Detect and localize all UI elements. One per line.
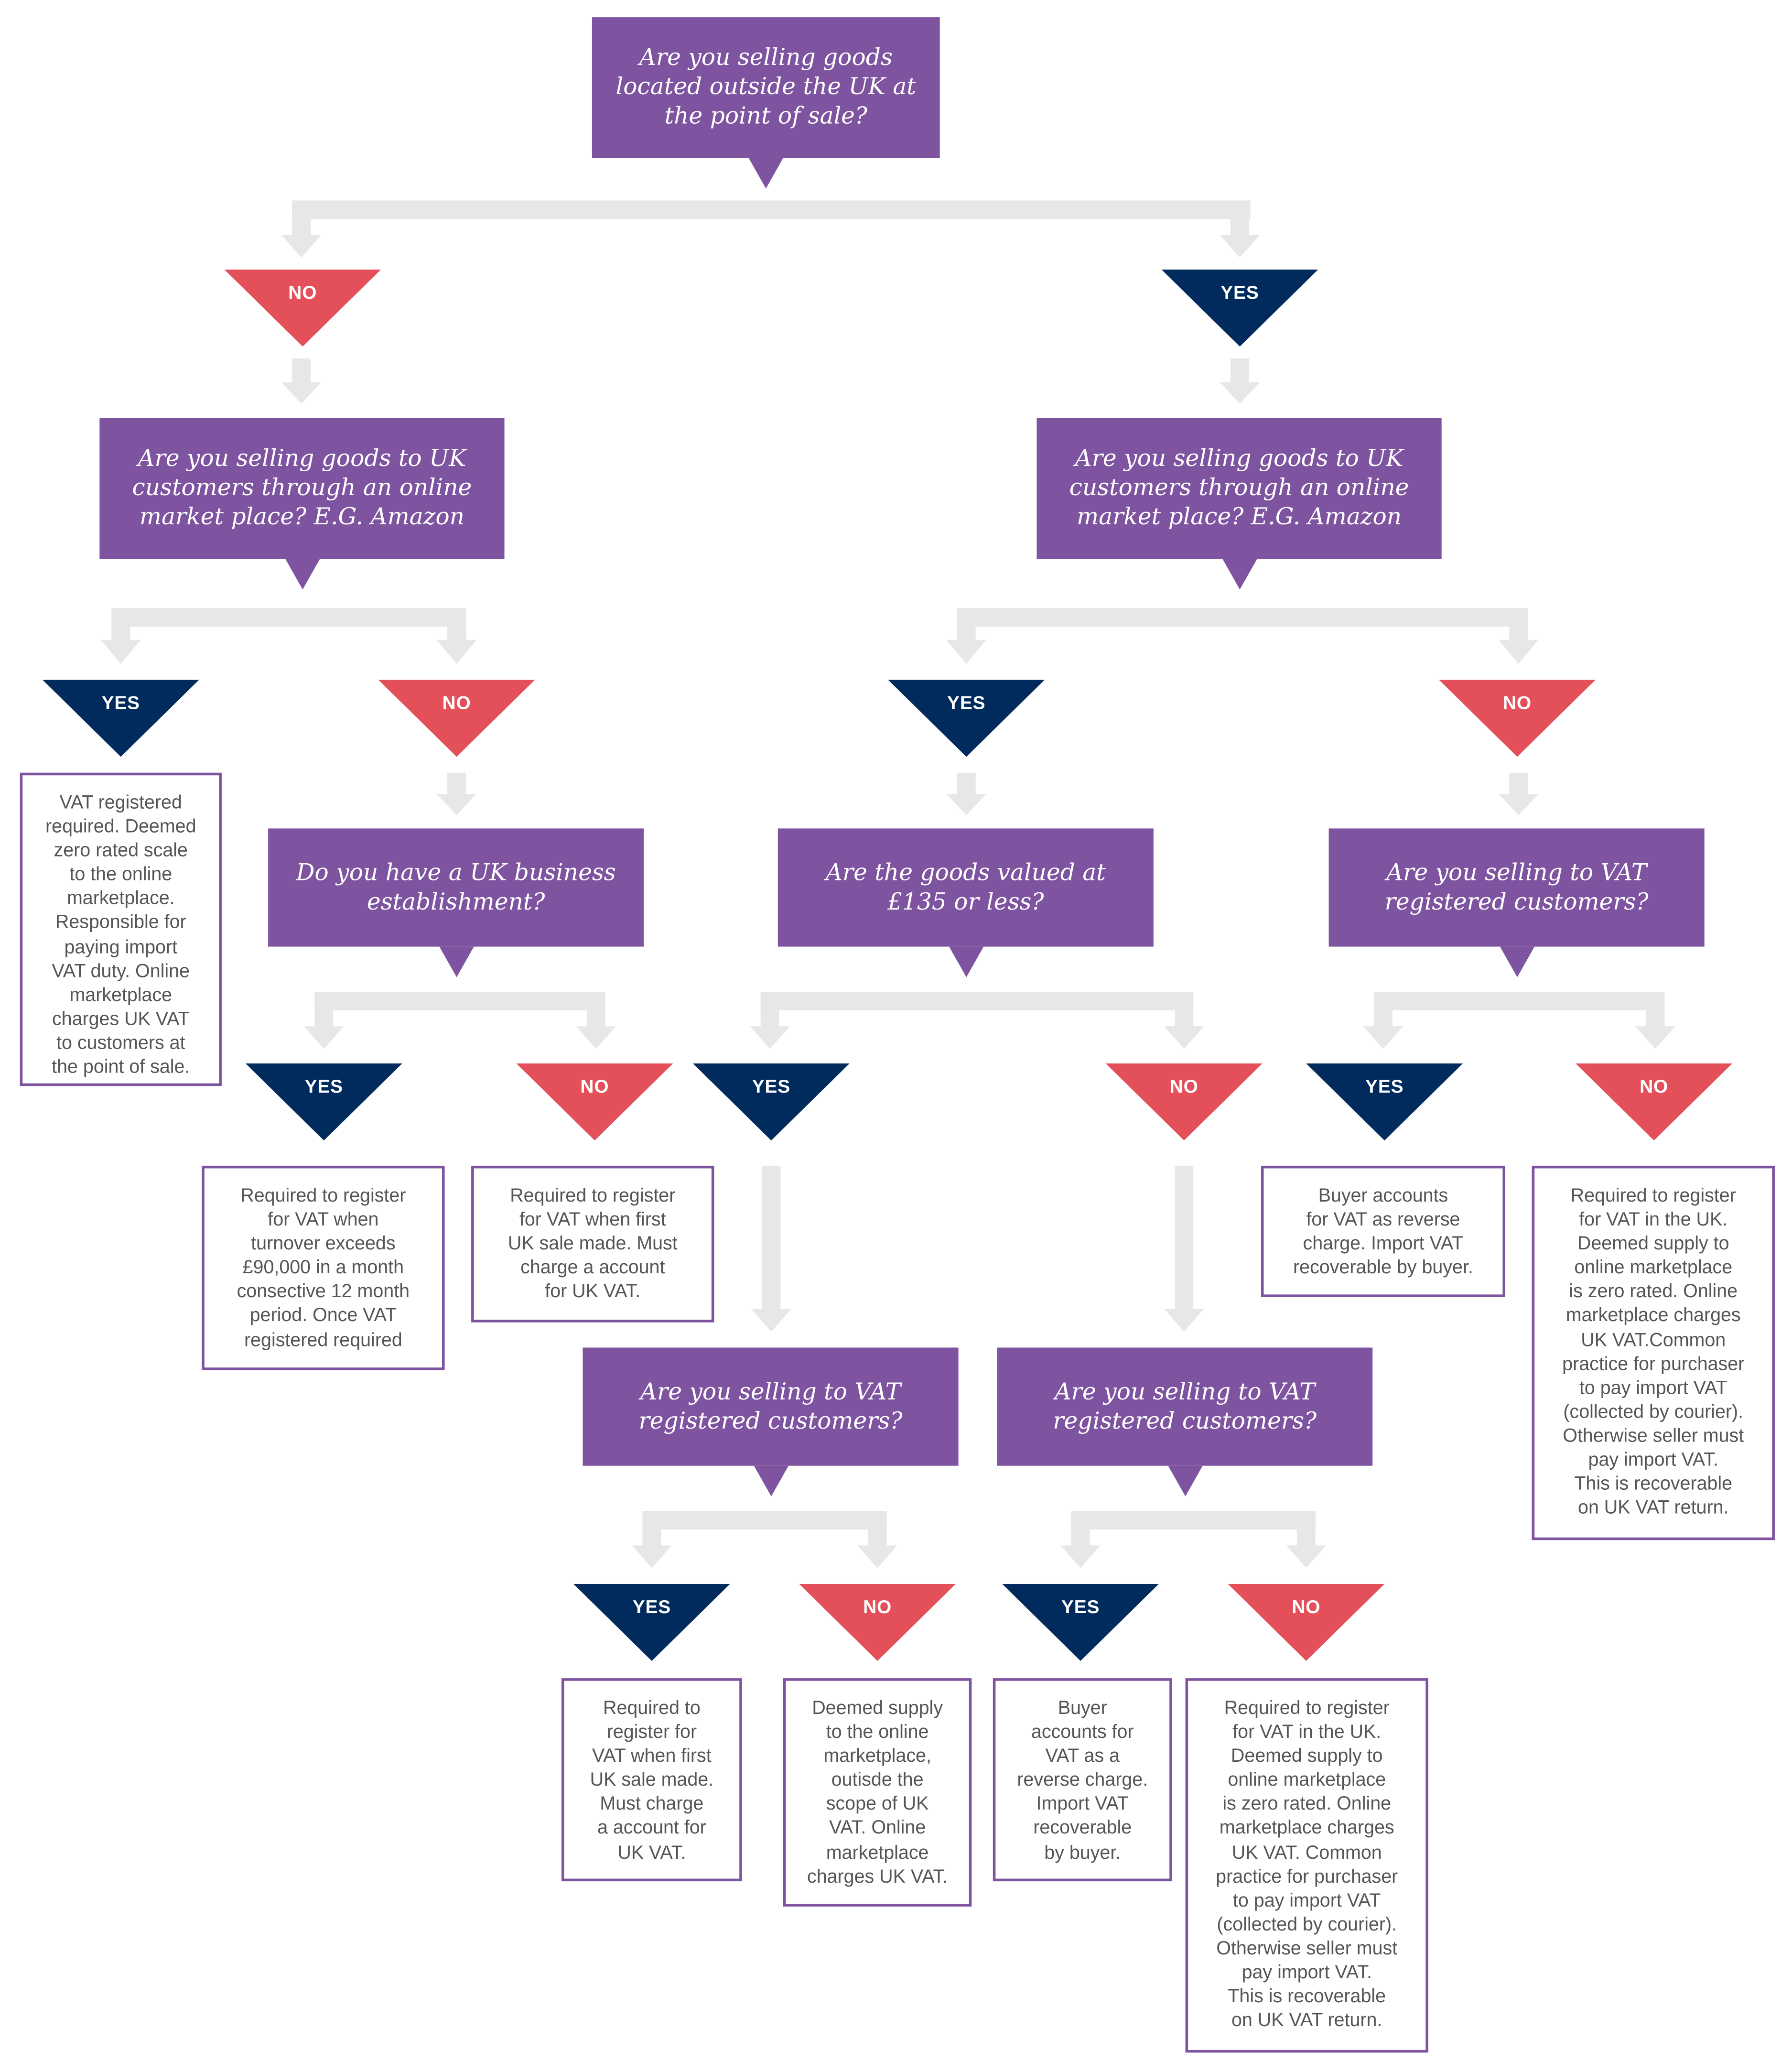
answer-yes-vat-customers: YES: [1306, 1063, 1463, 1141]
outcome-marketplace-yes: VAT registered required. Deemed zero rat…: [20, 772, 222, 1086]
yes-label: YES: [632, 1595, 671, 1617]
outcome-low-value-vat-yes: Required to register for VAT when first …: [561, 1678, 742, 1882]
answer-yes-value: YES: [693, 1063, 850, 1141]
answer-yes-marketplace-right: YES: [888, 680, 1045, 757]
yes-label: YES: [304, 1075, 343, 1097]
yes-label: YES: [947, 692, 986, 713]
answer-no-establishment: NO: [516, 1063, 673, 1141]
no-label: NO: [1502, 692, 1532, 713]
answer-no-q1: NO: [224, 269, 381, 347]
answer-yes-marketplace-left: YES: [42, 680, 199, 757]
question-goods-outside-uk: Are you selling goods located outside th…: [592, 17, 940, 158]
no-label: NO: [1640, 1075, 1669, 1097]
outcome-low-value-vat-no: Deemed supply to the online marketplace,…: [783, 1678, 972, 1907]
answer-no-marketplace-right: NO: [1439, 680, 1596, 757]
yes-label: YES: [1061, 1595, 1100, 1617]
question-vat-registered-customers-low-value: Are you selling to VAT registered custom…: [583, 1347, 959, 1466]
no-label: NO: [1169, 1075, 1198, 1097]
answer-no-value: NO: [1105, 1063, 1263, 1141]
connector-q4-left: [632, 1511, 897, 1568]
answer-yes-high-value-vat: YES: [1002, 1583, 1159, 1661]
answer-no-low-value-vat: NO: [799, 1583, 956, 1661]
connector-q1: [281, 200, 1260, 404]
answer-no-marketplace-left: NO: [378, 680, 535, 757]
question-online-marketplace-left: Are you selling goods to UK customers th…: [99, 418, 505, 559]
answer-yes-establishment: YES: [245, 1063, 402, 1141]
outcome-establishment-no: Required to register for VAT when first …: [471, 1165, 714, 1323]
no-label: NO: [442, 692, 471, 713]
no-label: NO: [580, 1075, 609, 1097]
connector-q3-value: [750, 992, 1204, 1332]
yes-label: YES: [752, 1075, 791, 1097]
outcome-establishment-yes: Required to register for VAT when turnov…: [202, 1165, 445, 1370]
question-vat-registered-customers: Are you selling to VAT registered custom…: [1328, 828, 1705, 947]
outcome-vat-customers-yes: Buyer accounts for VAT as reverse charge…: [1261, 1165, 1506, 1297]
connector-q3-establishment: [304, 992, 616, 1049]
no-label: NO: [288, 281, 317, 303]
yes-label: YES: [1220, 281, 1259, 303]
outcome-high-value-vat-yes: Buyer accounts for VAT as a reverse char…: [993, 1678, 1172, 1882]
outcome-high-value-vat-no: Required to register for VAT in the UK. …: [1185, 1678, 1428, 2053]
connector-q3-vat-customers: [1363, 992, 1675, 1049]
answer-no-vat-customers: NO: [1576, 1063, 1733, 1141]
answer-no-high-value-vat: NO: [1228, 1583, 1385, 1661]
connector-q2-left: [101, 608, 477, 815]
question-online-marketplace-right: Are you selling goods to UK customers th…: [1036, 418, 1442, 559]
yes-label: YES: [1365, 1075, 1404, 1097]
connector-q2-right: [946, 608, 1539, 815]
question-vat-registered-customers-high-value: Are you selling to VAT registered custom…: [997, 1347, 1373, 1466]
question-uk-business-establishment: Do you have a UK business establishment?: [268, 828, 644, 947]
connector-q4-right: [1060, 1511, 1327, 1568]
answer-yes-q1: YES: [1161, 269, 1318, 347]
answer-yes-low-value-vat: YES: [573, 1583, 730, 1661]
yes-label: YES: [101, 692, 140, 713]
question-goods-value-135: Are the goods valued at £135 or less?: [777, 828, 1154, 947]
no-label: NO: [863, 1595, 892, 1617]
no-label: NO: [1292, 1595, 1321, 1617]
outcome-vat-customers-no: Required to register for VAT in the UK. …: [1532, 1165, 1775, 1540]
